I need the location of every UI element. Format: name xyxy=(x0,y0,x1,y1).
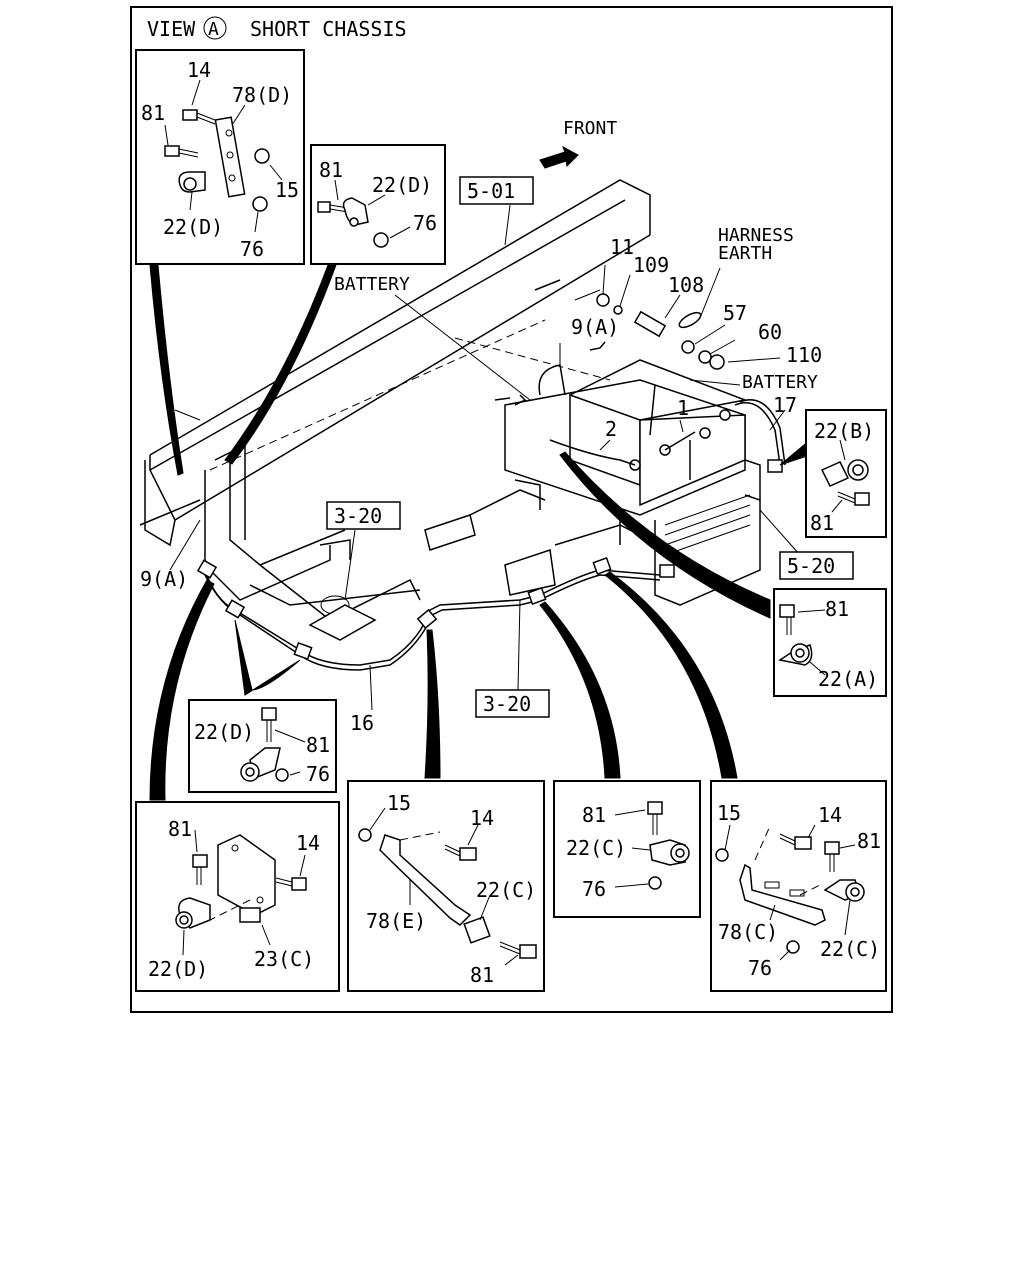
inset-a-part-15: 15 xyxy=(275,178,299,202)
part-9a-top-label: 9(A) xyxy=(571,315,619,339)
inset-g-part-81: 81 xyxy=(470,963,494,987)
inset-d: 81 22(A) xyxy=(773,588,887,697)
ref-box-520 xyxy=(779,551,854,580)
inset-i-part-78c: 78(C) xyxy=(718,920,778,944)
inset-i-part-22c: 22(C) xyxy=(820,937,880,961)
part-109-label: 109 xyxy=(633,253,669,277)
inset-i-part-14: 14 xyxy=(818,803,842,827)
ref-box-501 xyxy=(459,176,534,205)
inset-e: 22(D) 81 76 xyxy=(188,699,337,793)
part-1-label: 1 xyxy=(677,396,689,420)
inset-g-part-22c: 22(C) xyxy=(476,878,536,902)
part-9a-left-label: 9(A) xyxy=(140,567,188,591)
inset-c-part-22b: 22(B) xyxy=(814,419,874,443)
inset-a-part-76: 76 xyxy=(240,237,264,261)
ref-box-320a xyxy=(326,501,401,530)
inset-b-part-81: 81 xyxy=(319,158,343,182)
inset-a-part-14: 14 xyxy=(187,58,211,82)
view-letter: A xyxy=(208,19,219,40)
ref-box-320b xyxy=(475,689,550,718)
chassis-drawing xyxy=(139,145,801,711)
inset-g-part-14: 14 xyxy=(470,806,494,830)
inset-b-part-22d: 22(D) xyxy=(372,173,432,197)
inset-f-part-22d: 22(D) xyxy=(148,957,208,981)
inset-h-part-22c: 22(C) xyxy=(566,836,626,860)
ref-320b-label: 3-20 xyxy=(483,692,531,716)
inset-a-part-81: 81 xyxy=(141,101,165,125)
front-label: FRONT xyxy=(563,118,617,139)
part-60-label: 60 xyxy=(758,320,782,344)
view-letter-circle xyxy=(203,16,227,40)
inset-g: 15 14 78(E) 22(C) 81 xyxy=(347,780,545,992)
inset-g-part-78e: 78(E) xyxy=(366,909,426,933)
part-110-label: 110 xyxy=(786,343,822,367)
inset-f-part-14: 14 xyxy=(296,831,320,855)
inset-h-part-76: 76 xyxy=(582,877,606,901)
inset-f-part-23c: 23(C) xyxy=(254,947,314,971)
battery-label-right: BATTERY xyxy=(742,372,818,393)
view-prefix: VIEW xyxy=(147,17,196,41)
inset-d-part-81: 81 xyxy=(825,597,849,621)
view-title: SHORT CHASSIS xyxy=(250,17,407,41)
inset-i-part-76: 76 xyxy=(748,956,772,980)
part-11-label: 11 xyxy=(610,235,634,259)
part-16-label: 16 xyxy=(350,711,374,735)
inset-a-part-78d: 78(D) xyxy=(232,83,292,107)
inset-b-part-76: 76 xyxy=(413,211,437,235)
inset-i-part-81: 81 xyxy=(857,829,881,853)
inset-c: 22(B) 81 xyxy=(805,409,887,538)
ref-320a-label: 3-20 xyxy=(334,504,382,528)
outer-frame xyxy=(130,6,893,1013)
inset-h: 81 22(C) 76 xyxy=(553,780,701,918)
inset-f-part-81: 81 xyxy=(168,817,192,841)
inset-d-part-22a: 22(A) xyxy=(818,667,878,691)
callout-sweeps xyxy=(149,264,811,801)
inset-a: 14 78(D) 81 15 22(D) 76 xyxy=(135,49,305,265)
part-108-label: 108 xyxy=(668,273,704,297)
inset-h-part-81: 81 xyxy=(582,803,606,827)
part-2-label: 2 xyxy=(605,417,617,441)
part-17-label: 17 xyxy=(773,393,797,417)
inset-e-part-22d: 22(D) xyxy=(194,720,254,744)
harness-label: HARNESS xyxy=(718,225,794,246)
inset-a-part-22d: 22(D) xyxy=(163,215,223,239)
battery-label-left: BATTERY xyxy=(334,274,410,295)
inset-f: 81 14 22(D) 23(C) xyxy=(135,801,340,992)
earth-label: EARTH xyxy=(718,243,772,264)
ref-520-label: 5-20 xyxy=(787,554,835,578)
ref-501-label: 5-01 xyxy=(467,179,515,203)
inset-e-part-76: 76 xyxy=(306,762,330,786)
part-57-label: 57 xyxy=(723,301,747,325)
inset-g-part-15: 15 xyxy=(387,791,411,815)
inset-c-part-81: 81 xyxy=(810,511,834,535)
inset-b: 81 22(D) 76 xyxy=(310,144,446,265)
inset-i: 15 14 81 78(C) 22(C) 76 xyxy=(710,780,887,992)
inset-i-part-15: 15 xyxy=(717,801,741,825)
inset-e-part-81: 81 xyxy=(306,733,330,757)
